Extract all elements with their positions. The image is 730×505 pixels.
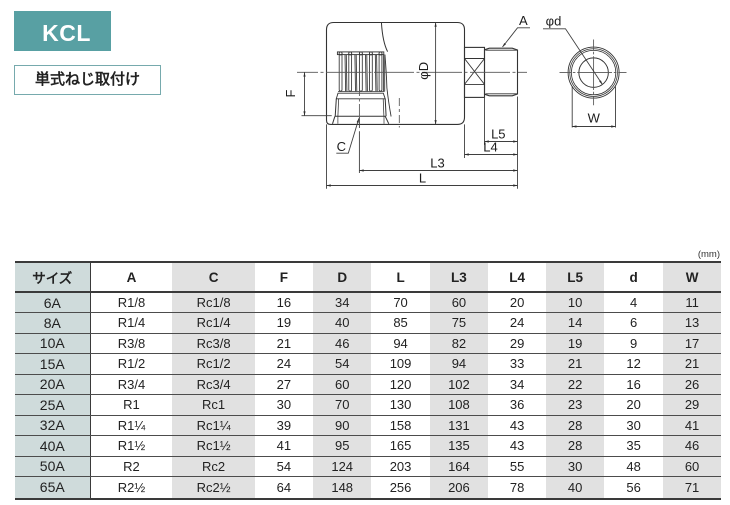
- svg-text:A: A: [519, 13, 528, 28]
- svg-text:F: F: [283, 89, 298, 97]
- svg-text:L4: L4: [483, 140, 497, 155]
- svg-text:φD: φD: [416, 62, 431, 80]
- svg-text:C: C: [337, 139, 346, 154]
- svg-text:L3: L3: [430, 155, 444, 170]
- svg-text:φd: φd: [546, 14, 562, 29]
- svg-text:W: W: [588, 110, 601, 125]
- svg-text:L: L: [419, 171, 426, 186]
- svg-text:L5: L5: [491, 126, 505, 141]
